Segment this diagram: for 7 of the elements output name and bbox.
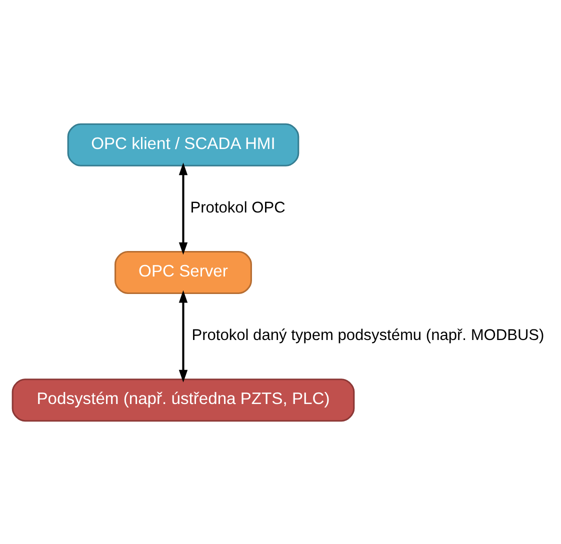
- node-box: OPC klient / SCADA HMI: [67, 122, 300, 166]
- node-box: Podsystém (např. ústředna PZTS, PLC): [12, 378, 355, 422]
- arrow: [178, 290, 188, 382]
- arrow: [178, 162, 188, 254]
- edge-label: Protokol OPC: [190, 198, 286, 216]
- node-box: OPC Server: [114, 250, 252, 294]
- edge-label: Protokol daný typem podsystému (např. MODBUS): [192, 326, 544, 344]
